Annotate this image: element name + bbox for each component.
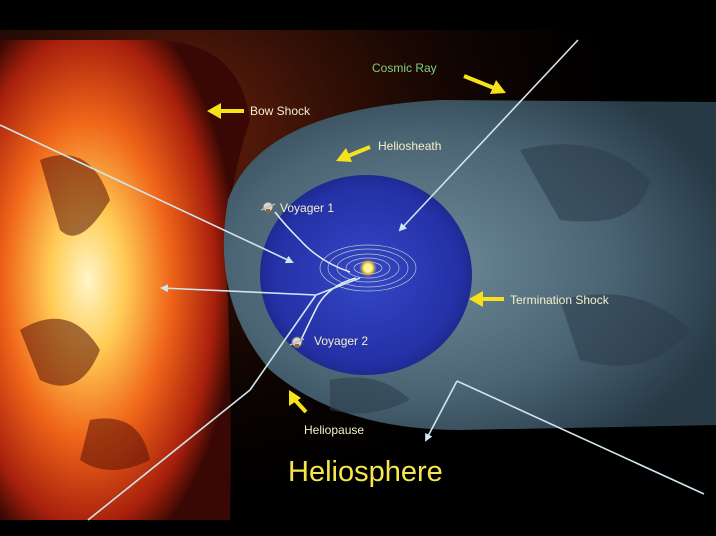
bow-shock-label: Bow Shock	[250, 104, 311, 118]
cosmic-ray-lines	[0, 39, 705, 521]
voyager-1-label: Voyager 1	[280, 201, 335, 215]
arrow-icon	[469, 291, 483, 307]
arrow-icon	[207, 103, 221, 119]
bow-shock-texture	[20, 155, 150, 470]
voyager-2-spacecraft-icon	[289, 336, 305, 348]
voyager-1-spacecraft-icon	[260, 201, 276, 213]
heliosheath-label: Heliosheath	[378, 139, 442, 153]
diagram-title: Heliosphere	[288, 456, 443, 488]
heliosheath-texture	[330, 144, 690, 414]
arrow-icon	[289, 390, 301, 406]
arrow-icon	[336, 148, 352, 162]
arrow-icon	[490, 80, 506, 94]
voyager-2-label: Voyager 2	[314, 334, 369, 348]
voyager-1-trajectory	[274, 211, 351, 273]
cosmic-ray-label: Cosmic Ray	[372, 61, 437, 75]
termination-shock-label: Termination Shock	[510, 293, 609, 307]
voyager-2-trajectory	[299, 277, 357, 343]
pointer-arrows	[207, 74, 506, 414]
heliopause-label: Heliopause	[304, 423, 365, 437]
